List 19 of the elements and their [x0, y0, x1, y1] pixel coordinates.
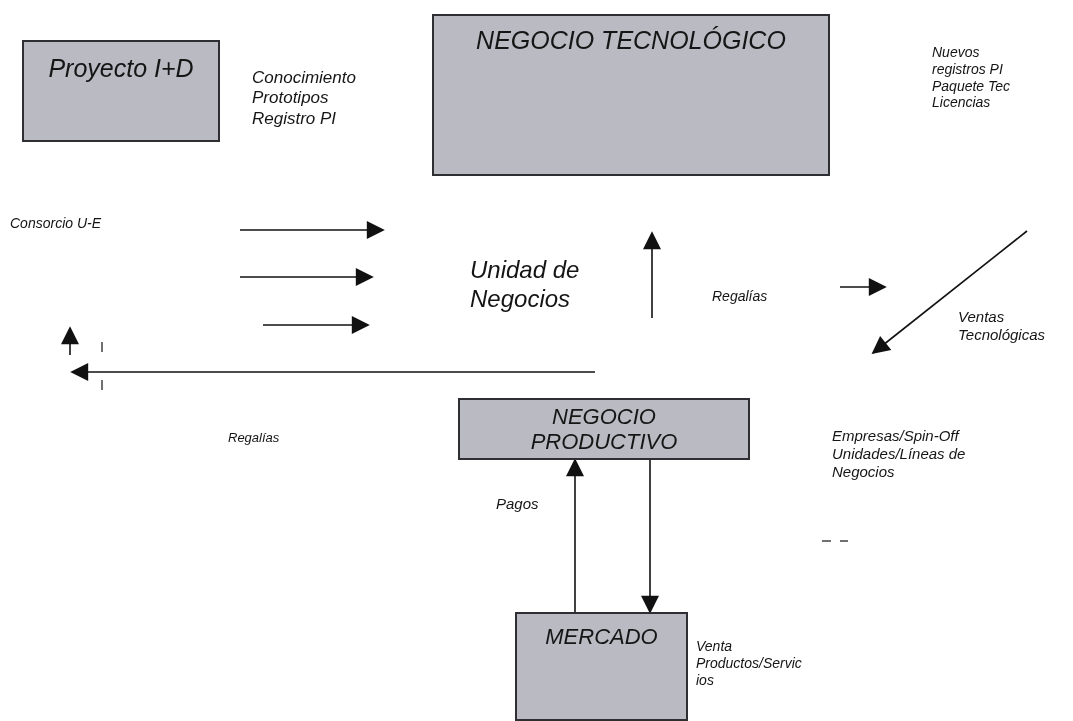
annotation-text: Empresas/Spin-Off Unidades/Líneas de Negocios — [832, 427, 967, 481]
arrow — [641, 459, 659, 614]
box-title: NEGOCIO PRODUCTIVO — [529, 404, 679, 455]
annotation-text: Conocimiento Prototipos Registro PI — [252, 68, 357, 130]
annotation-text: Regalías — [712, 288, 769, 305]
annotation-text: Nuevos registros PI Paquete Tec Licencias — [932, 44, 1012, 112]
arrow — [566, 458, 584, 613]
annotation-text: Consorcio U-E — [10, 215, 103, 232]
annotation-text: Ventas Tecnológicas — [958, 308, 1046, 344]
box-title: NEGOCIO TECNOLÓGICO — [476, 26, 786, 55]
node-caption: Venta Productos/Servic ios — [696, 638, 803, 689]
annotation-text: Unidad de Negocios — [470, 256, 581, 314]
box-title: Proyecto I+D — [48, 54, 194, 83]
process-box — [458, 398, 750, 460]
process-box — [432, 14, 830, 176]
process-box — [22, 40, 220, 142]
annotation-text: Regalías — [228, 430, 281, 446]
box-title: MERCADO — [545, 624, 658, 650]
process-box — [515, 612, 688, 721]
